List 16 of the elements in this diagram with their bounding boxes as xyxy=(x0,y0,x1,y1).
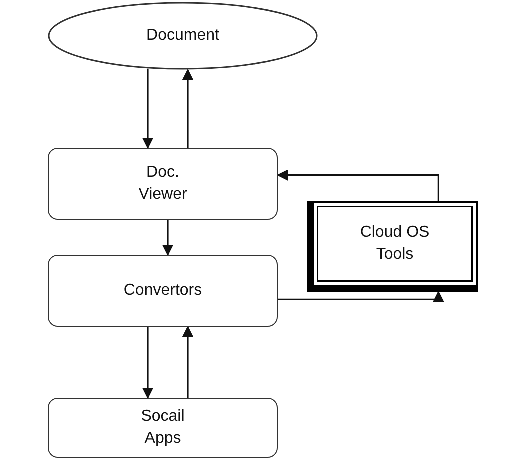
node-label: Convertors xyxy=(124,281,202,302)
node-label: Doc. Viewer xyxy=(138,163,188,205)
arrow xyxy=(276,170,440,201)
arrow xyxy=(278,290,444,302)
process-box xyxy=(48,148,278,220)
node-label: Document xyxy=(146,26,220,46)
arrow xyxy=(182,326,194,398)
arrow xyxy=(162,220,174,256)
node-label: Socail Apps xyxy=(140,407,186,449)
process-box xyxy=(48,255,278,327)
arrow xyxy=(142,68,154,150)
node-label: Cloud OS Tools xyxy=(359,223,431,265)
process-box xyxy=(48,398,278,458)
process-box xyxy=(307,201,478,292)
arrow xyxy=(142,327,154,400)
arrow xyxy=(182,68,194,148)
